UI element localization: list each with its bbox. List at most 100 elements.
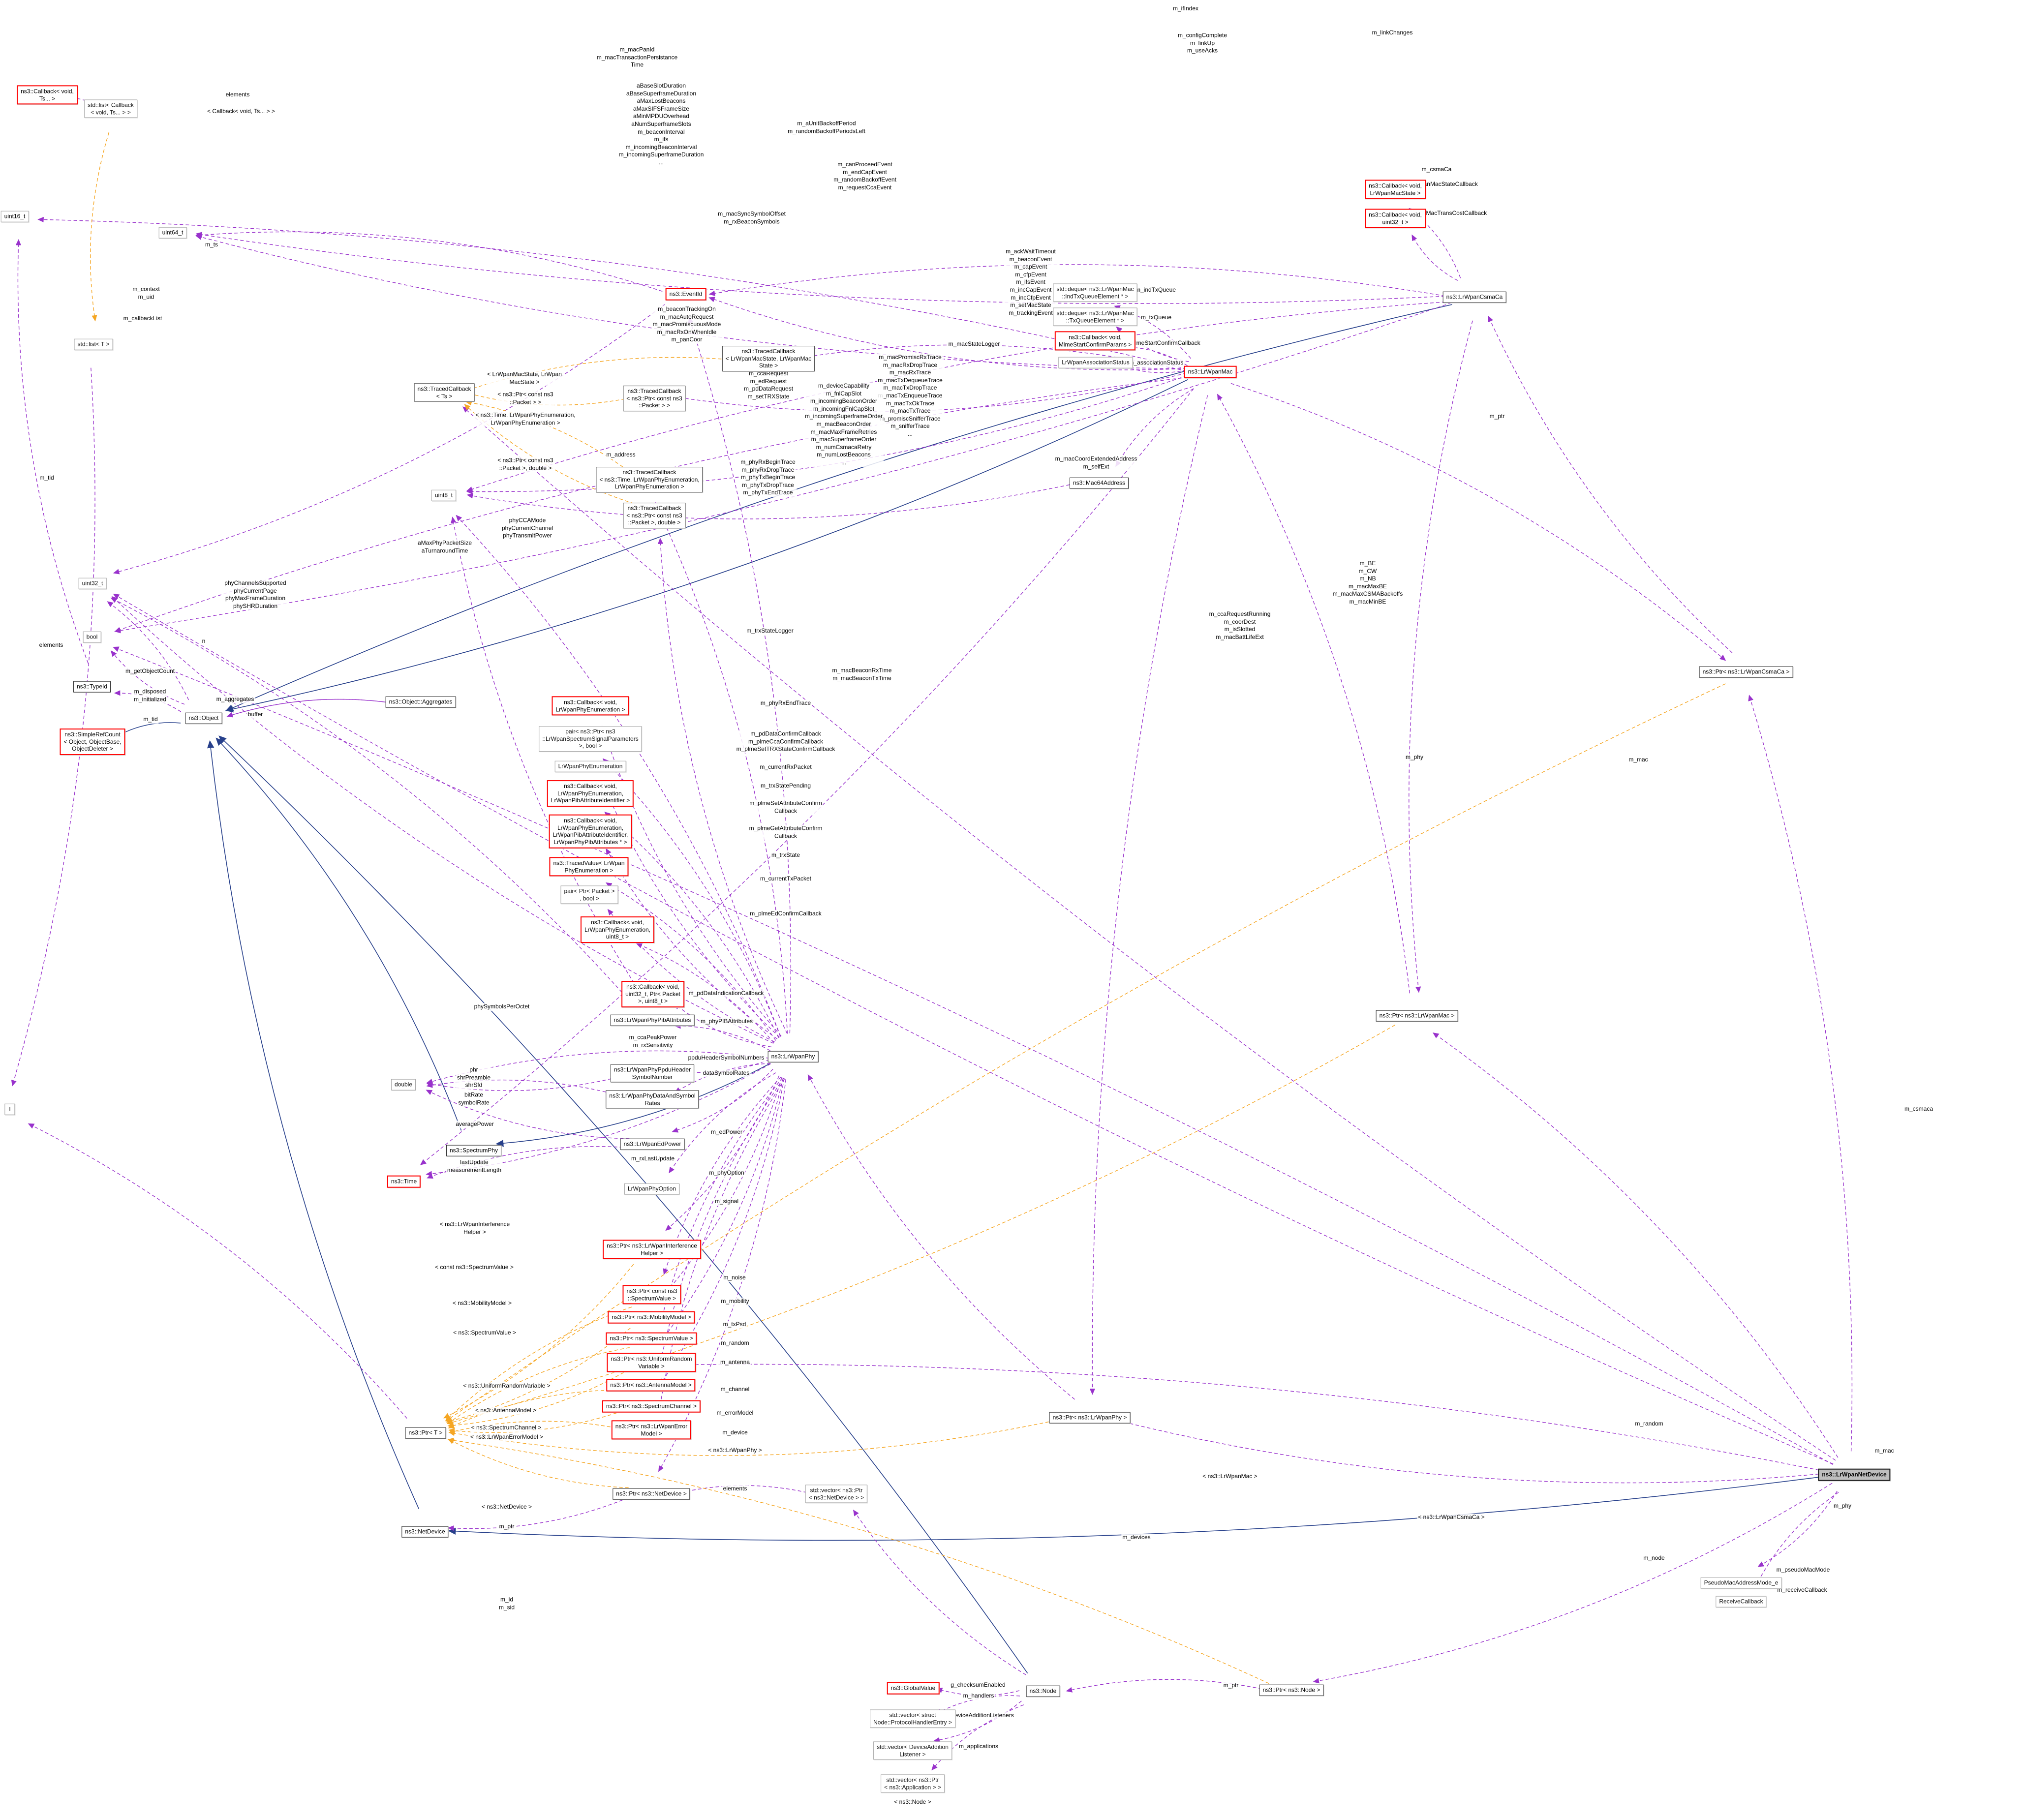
edge-label: m_ccaRequestRunning m_coorDest m_isSlott… xyxy=(1208,610,1272,641)
node-ptr_interference[interactable]: ns3::Ptr< ns3::LrWpanInterference Helper… xyxy=(603,1240,701,1259)
node-tracedcb_ts[interactable]: ns3::TracedCallback < Ts > xyxy=(414,383,475,402)
node-globalvalue[interactable]: ns3::GlobalValue xyxy=(887,1682,940,1695)
node-pair_spectrum[interactable]: pair< ns3::Ptr< ns3 ::LrWpanSpectrumSign… xyxy=(539,726,642,752)
node-uint32[interactable]: uint32_t xyxy=(78,577,107,589)
template-arg-label: < ns3::Time, LrWpanPhyEnumeration, LrWpa… xyxy=(474,411,577,427)
node-simplerefcount[interactable]: ns3::SimpleRefCount < Object, ObjectBase… xyxy=(60,728,125,755)
node-ptr_phy[interactable]: ns3::Ptr< ns3::LrWpanPhy > xyxy=(1049,1412,1131,1424)
node-assocstatus[interactable]: LrWpanAssociationStatus xyxy=(1058,357,1133,368)
node-ppduheader[interactable]: ns3::LrWpanPhyPpduHeader SymbolNumber xyxy=(610,1064,695,1083)
edge-label: m_address xyxy=(605,451,637,459)
node-ptr_mac[interactable]: ns3::Ptr< ns3::LrWpanMac > xyxy=(1376,1010,1458,1022)
node-tracedcb_time_enum[interactable]: ns3::TracedCallback < ns3::Time, LrWpanP… xyxy=(596,467,703,492)
node-ptr_errormodel[interactable]: ns3::Ptr< ns3::LrWpanError Model > xyxy=(611,1420,692,1440)
node-ptr_spectrumchannel[interactable]: ns3::Ptr< ns3::SpectrumChannel > xyxy=(602,1400,701,1413)
node-ptr_node[interactable]: ns3::Ptr< ns3::Node > xyxy=(1259,1684,1324,1696)
node-lrwpanmac[interactable]: ns3::LrWpanMac xyxy=(1184,365,1237,378)
node-pseudomode[interactable]: PseudoMacAddressMode_e xyxy=(1700,1577,1782,1589)
node-time[interactable]: ns3::Time xyxy=(387,1175,421,1188)
node-cb_uint32[interactable]: ns3::Callback< void, uint32_t > xyxy=(1365,209,1426,228)
node-vector_app[interactable]: std::vector< ns3::Ptr < ns3::Application… xyxy=(881,1774,945,1793)
node-deque_tx[interactable]: std::deque< ns3::LrWpanMac ::TxQueueElem… xyxy=(1053,307,1137,326)
node-ptr_csmaca[interactable]: ns3::Ptr< ns3::LrWpanCsmaCa > xyxy=(1699,666,1793,678)
edge-ptr_csmaca-lrwpancsmaca xyxy=(1488,315,1733,653)
node-vector_device_listener[interactable]: std::vector< DeviceAddition Listener > xyxy=(873,1741,952,1760)
node-ptr_uniform[interactable]: ns3::Ptr< ns3::UniformRandom Variable > xyxy=(607,1353,696,1372)
edge-lrwpanphy-uint32 xyxy=(111,596,774,1044)
edge-label: m_random xyxy=(720,1339,750,1347)
node-tracedcb_macstate[interactable]: ns3::TracedCallback < LrWpanMacState, Lr… xyxy=(722,346,815,371)
node-ptr_netdevice[interactable]: ns3::Ptr< ns3::NetDevice > xyxy=(613,1488,690,1500)
node-edpower[interactable]: ns3::LrWpanEdPower xyxy=(620,1138,685,1150)
edge-lrwpannetdevice-uint32 xyxy=(113,593,1834,1464)
node-uint64[interactable]: uint64_t xyxy=(158,227,187,239)
node-cb_void_ts[interactable]: ns3::Callback< void, Ts... > xyxy=(17,85,78,105)
edge-label: m_ccaPeakPower m_rxSensitivity xyxy=(628,1033,678,1049)
node-cb_mlmestart[interactable]: ns3::Callback< void, MlmeStartConfirmPar… xyxy=(1054,331,1136,351)
node-ptr_t[interactable]: ns3::Ptr< T > xyxy=(405,1427,446,1439)
node-ptr_antenna[interactable]: ns3::Ptr< ns3::AntennaModel > xyxy=(606,1379,696,1392)
edge-lrwpancsmaca-cb_uint32 xyxy=(1411,234,1458,281)
node-spectrumphy[interactable]: ns3::SpectrumPhy xyxy=(446,1145,502,1156)
edge-lrwpancsmaca-eventid xyxy=(708,264,1451,298)
node-receivecb[interactable]: ReceiveCallback xyxy=(1716,1596,1767,1608)
node-tracedcb_packet_double[interactable]: ns3::TracedCallback < ns3::Ptr< const ns… xyxy=(623,503,686,528)
node-pair_packet_bool[interactable]: pair< Ptr< Packet > , bool > xyxy=(560,885,618,904)
node-list_t[interactable]: std::list< T > xyxy=(74,338,113,350)
edge-lrwpancsmaca-uint64 xyxy=(195,232,1451,304)
edge-ptr_mac-ptr_t xyxy=(446,1025,1396,1425)
node-object[interactable]: ns3::Object xyxy=(185,712,222,724)
node-cb_macstate[interactable]: ns3::Callback< void, LrWpanMacState > xyxy=(1365,180,1426,199)
edge-object-uint32 xyxy=(107,601,189,700)
node-deque_ind[interactable]: std::deque< ns3::LrWpanMac ::IndTxQueueE… xyxy=(1053,283,1137,302)
template-arg-label: < LrWpanMacState, LrWpan MacState > xyxy=(486,370,563,386)
node-eventid[interactable]: ns3::EventId xyxy=(665,288,706,301)
node-node[interactable]: ns3::Node xyxy=(1026,1685,1060,1697)
node-cb_uint32_packet[interactable]: ns3::Callback< void, uint32_t, Ptr< Pack… xyxy=(621,981,684,1007)
edge-label: m_macPromiscRxTrace m_macRxDropTrace m_m… xyxy=(877,354,944,438)
edge-lrwpannetdevice-ptr_phy xyxy=(1112,1418,1831,1484)
node-cb_enum_pib[interactable]: ns3::Callback< void, LrWpanPhyEnumeratio… xyxy=(547,780,634,807)
node-tracedcb_packet[interactable]: ns3::TracedCallback < ns3::Ptr< const ns… xyxy=(623,386,686,411)
node-ptr_const_spectrumvalue[interactable]: ns3::Ptr< const ns3 ::SpectrumValue > xyxy=(622,1285,681,1304)
edge-label: m_pseudoMacMode xyxy=(1775,1566,1831,1574)
node-cb_enum_pib_attr[interactable]: ns3::Callback< void, LrWpanPhyEnumeratio… xyxy=(549,814,632,849)
node-tracedvalue_enum[interactable]: ns3::TracedValue< LrWpan PhyEnumeration … xyxy=(549,857,629,877)
edge-lrwpancsmaca-uint8 xyxy=(466,301,1451,492)
node-typeid[interactable]: ns3::TypeId xyxy=(73,681,111,693)
node-ptr_mobility[interactable]: ns3::Ptr< ns3::MobilityModel > xyxy=(608,1311,695,1324)
edge-eventid-uint32 xyxy=(113,304,665,575)
node-uint16[interactable]: uint16_t xyxy=(0,211,29,222)
node-cb_phyenum[interactable]: ns3::Callback< void, LrWpanPhyEnumeratio… xyxy=(552,696,629,716)
node-double[interactable]: double xyxy=(391,1079,416,1091)
edge-ptr_t-t_box xyxy=(28,1123,407,1419)
node-netdevice[interactable]: ns3::NetDevice xyxy=(401,1526,449,1538)
node-bool[interactable]: bool xyxy=(83,631,101,643)
template-arg-label: < ns3::LrWpanCsmaCa > xyxy=(1417,1514,1486,1521)
node-lrwpannetdevice[interactable]: ns3::LrWpanNetDevice xyxy=(1818,1468,1891,1481)
node-mac64[interactable]: ns3::Mac64Address xyxy=(1069,477,1129,489)
edge-label: m_edPower xyxy=(709,1128,744,1136)
edge-lrwpanphy-pibattributes xyxy=(675,1023,770,1051)
node-lrwpanphy[interactable]: ns3::LrWpanPhy xyxy=(767,1051,819,1062)
edge-label: m_pdDataIndicationCallback xyxy=(687,990,765,998)
node-lrwpancsmaca[interactable]: ns3::LrWpanCsmaCa xyxy=(1442,291,1506,303)
node-vector_protocol[interactable]: std::vector< struct Node::ProtocolHandle… xyxy=(870,1709,955,1728)
edge-label: m_phy xyxy=(1832,1502,1853,1510)
edge-label: m_mlmeStartConfirmCallback xyxy=(1121,339,1201,347)
edge-ptr_uniform-ptr_t xyxy=(447,1369,629,1428)
node-aggregates[interactable]: ns3::Object::Aggregates xyxy=(385,696,456,708)
edge-lrwpanmac-ptr_phy xyxy=(1089,395,1208,1395)
node-dataandsymbol[interactable]: ns3::LrWpanPhyDataAndSymbol Rates xyxy=(606,1090,699,1109)
node-vector_netdevice[interactable]: std::vector< ns3::Ptr < ns3::NetDevice >… xyxy=(805,1485,868,1503)
node-ptr_spectrumvalue[interactable]: ns3::Ptr< ns3::SpectrumValue > xyxy=(606,1332,697,1345)
node-phyoption[interactable]: LrWpanPhyOption xyxy=(624,1183,680,1195)
node-list_callback[interactable]: std::list< Callback < void, Ts... > > xyxy=(84,99,137,118)
edge-label: m_macCoordExtendedAddress m_selfExt xyxy=(1054,455,1138,471)
node-uint8[interactable]: uint8_t xyxy=(431,489,457,501)
node-cb_enum_uint8[interactable]: ns3::Callback< void, LrWpanPhyEnumeratio… xyxy=(580,916,655,943)
node-t_box[interactable]: T xyxy=(4,1103,15,1115)
node-pibattributes[interactable]: ns3::LrWpanPhyPibAttributes xyxy=(610,1014,695,1026)
edge-lrwpannetdevice-ptr_csmaca xyxy=(1748,695,1853,1452)
node-lrwpanphyenum[interactable]: LrWpanPhyEnumeration xyxy=(554,760,626,772)
